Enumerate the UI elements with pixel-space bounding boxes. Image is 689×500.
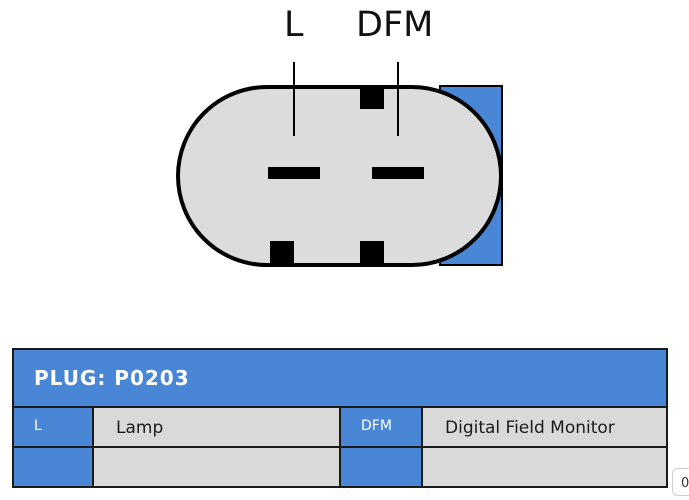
row1-pin1-desc: Lamp [116,418,164,438]
row2-pin2-desc-cell [423,448,666,486]
plug-title: PLUG: P0203 [34,366,190,390]
row1-pin1-code: L [34,418,42,434]
row2-pin1-desc-cell [94,448,341,486]
edge-fragment: 0 [672,468,689,496]
row1-pin2-desc: Digital Field Monitor [445,418,615,438]
pin-label-l: L [284,5,304,45]
row1-pin2-desc-cell: Digital Field Monitor [423,408,666,448]
pin-dfm-terminal [372,167,424,179]
bottom-notch-right [360,241,384,265]
pin-label-dfm: DFM [356,5,434,45]
pin-l-terminal [268,167,320,179]
plug-pinout-table: PLUG: P0203 L Lamp DFM Digital Field Mon… [12,348,668,488]
row1-pin2-code: DFM [361,418,392,434]
row1-pin2-code-cell: DFM [341,408,423,448]
connector-body [176,85,503,267]
row2-pin1-code-cell [14,448,94,486]
top-latch-notch [360,87,384,109]
row1-pin1-code-cell: L [14,408,94,448]
bottom-notch-left [270,241,294,265]
plug-header: PLUG: P0203 [14,350,666,408]
row2-pin2-code-cell [341,448,423,486]
row1-pin1-desc-cell: Lamp [94,408,341,448]
connector-diagram [176,62,503,267]
